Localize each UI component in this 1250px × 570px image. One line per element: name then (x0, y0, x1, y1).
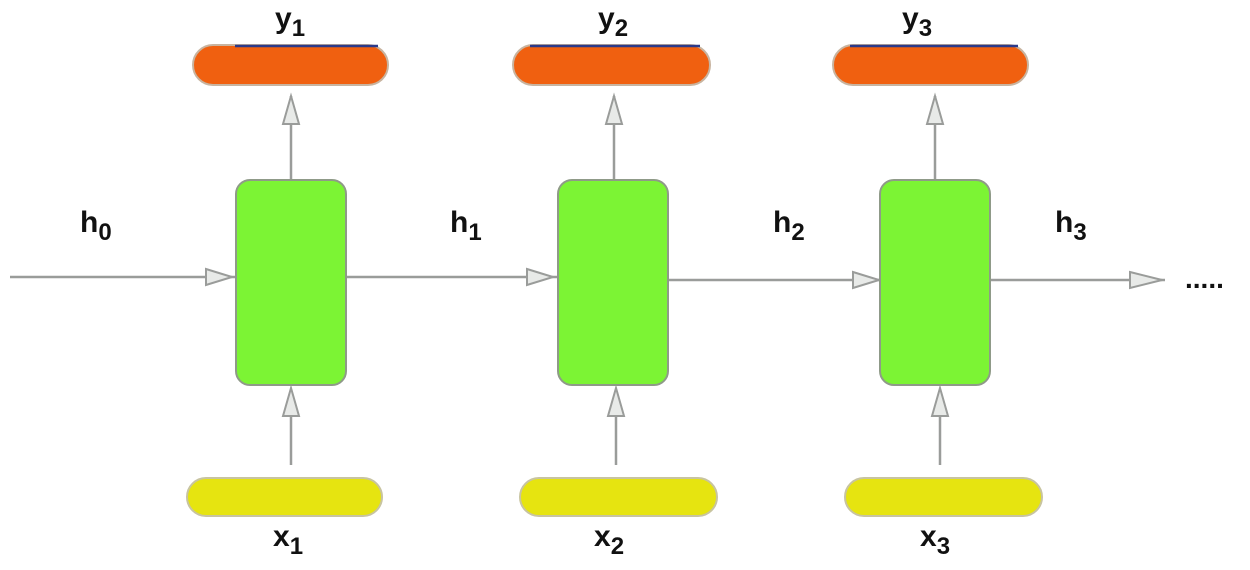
input-labels: x1 x2 x3 (273, 520, 950, 560)
label-y3: y3 (902, 2, 932, 42)
y1-arrowhead (281, 92, 301, 125)
rnn-cell-3 (879, 179, 991, 386)
label-x3: x3 (920, 520, 950, 560)
y2-arrowhead (604, 92, 624, 125)
vertical-arrows (281, 92, 950, 465)
continuation-ellipsis: ..... (1185, 263, 1224, 294)
input-nodes (186, 477, 1043, 517)
hidden-state-arrows (10, 267, 1165, 290)
label-h2: h2 (773, 206, 805, 246)
hidden-state-labels: h0 h1 h2 h3 (80, 206, 1087, 246)
x1-arrowhead (281, 384, 301, 417)
label-x2: x2 (594, 520, 624, 560)
label-x1: x1 (273, 520, 303, 560)
rnn-cells (235, 179, 991, 386)
rnn-cell-1 (235, 179, 347, 386)
rnn-cell-2 (557, 179, 669, 386)
h0-arrowhead (205, 267, 236, 287)
output-labels: y1 y2 y3 (275, 2, 932, 42)
x2-arrowhead (606, 384, 626, 417)
input-node-x3 (844, 477, 1043, 517)
h2-arrowhead (852, 270, 883, 290)
h1-arrowhead (526, 267, 557, 287)
label-y1: y1 (275, 2, 305, 42)
x3-arrowhead (930, 384, 950, 417)
h3-arrowhead (1129, 270, 1163, 290)
output-node-y3 (832, 44, 1029, 86)
output-node-y2 (512, 44, 711, 86)
output-nodes (192, 44, 1029, 86)
input-node-x1 (186, 477, 383, 517)
label-h1: h1 (450, 206, 482, 246)
label-h3: h3 (1055, 206, 1087, 246)
label-h0: h0 (80, 206, 112, 246)
input-node-x2 (519, 477, 718, 517)
label-y2: y2 (598, 2, 628, 42)
output-node-y1 (192, 44, 389, 86)
y3-arrowhead (925, 92, 945, 125)
